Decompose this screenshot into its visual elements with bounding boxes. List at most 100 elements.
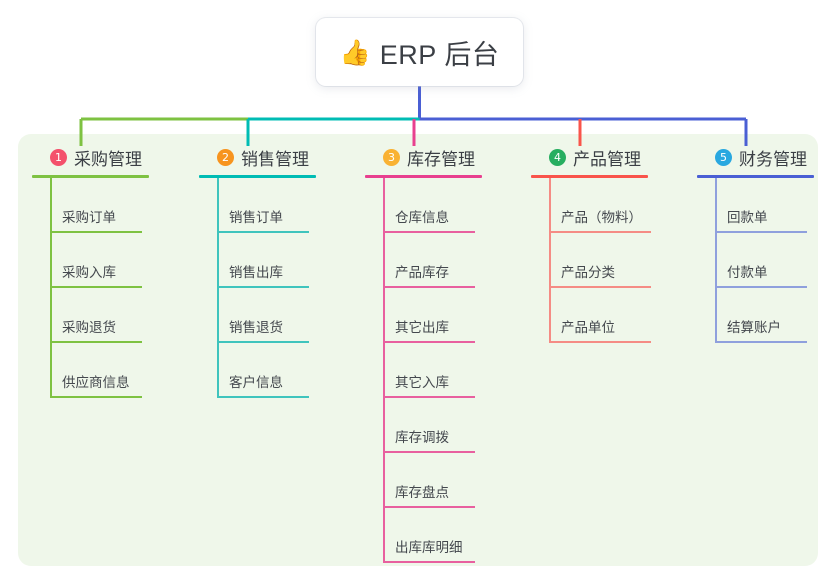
leaf-item-rule <box>217 286 309 288</box>
leaf-item-label: 采购入库 <box>62 265 116 280</box>
leaf-item-label: 其它入库 <box>395 375 449 390</box>
leaf-item-label: 产品单位 <box>561 320 615 335</box>
leaf-item-label: 库存调拨 <box>395 430 449 445</box>
leaf-item-label: 产品（物料） <box>561 210 642 225</box>
leaf-item[interactable]: 仓库信息 <box>363 178 482 233</box>
leaf-item[interactable]: 产品分类 <box>529 233 651 288</box>
leaf-item-rule <box>383 506 475 508</box>
leaf-item[interactable]: 客户信息 <box>197 343 316 398</box>
leaf-item-label: 产品分类 <box>561 265 615 280</box>
branch-number-badge: 1 <box>50 148 67 166</box>
leaf-item-label: 出库库明细 <box>395 540 463 555</box>
leaf-item[interactable]: 付款单 <box>695 233 814 288</box>
branch-number-badge: 5 <box>715 148 732 166</box>
branch-leaf-list: 销售订单销售出库销售退货客户信息 <box>197 178 316 398</box>
leaf-item[interactable]: 采购订单 <box>30 178 149 233</box>
leaf-item[interactable]: 销售订单 <box>197 178 316 233</box>
leaf-item-rule <box>383 561 475 563</box>
branch-title: 库存管理 <box>407 149 475 169</box>
branch-column-1: 1 采购管理采购订单采购入库采购退货供应商信息 <box>30 146 149 398</box>
leaf-item[interactable]: 回款单 <box>695 178 814 233</box>
leaf-item[interactable]: 库存盘点 <box>363 453 482 508</box>
branch-header-rule <box>697 175 814 178</box>
leaf-item-rule <box>383 451 475 453</box>
leaf-item-rule <box>50 396 142 398</box>
leaf-item-rule <box>715 231 807 233</box>
branch-spine <box>50 178 52 398</box>
leaf-item-label: 销售出库 <box>229 265 283 280</box>
branch-leaf-list: 仓库信息产品库存其它出库其它入库库存调拨库存盘点出库库明细 <box>363 178 482 563</box>
branch-number-badge: 4 <box>549 148 566 166</box>
leaf-item-rule <box>50 231 142 233</box>
branch-leaf-list: 采购订单采购入库采购退货供应商信息 <box>30 178 149 398</box>
branch-column-3: 3 库存管理仓库信息产品库存其它出库其它入库库存调拨库存盘点出库库明细 <box>363 146 482 563</box>
leaf-item-rule <box>383 231 475 233</box>
leaf-item-label: 付款单 <box>727 265 768 280</box>
leaf-item-label: 供应商信息 <box>62 375 130 390</box>
leaf-item[interactable]: 产品库存 <box>363 233 482 288</box>
branch-header-rule <box>365 175 482 178</box>
leaf-item-rule <box>549 231 651 233</box>
leaf-item-rule <box>217 396 309 398</box>
leaf-item-label: 销售退货 <box>229 320 283 335</box>
leaf-item-rule <box>549 286 651 288</box>
leaf-item[interactable]: 销售出库 <box>197 233 316 288</box>
branch-spine <box>383 178 385 563</box>
branch-header-4[interactable]: 4 产品管理 <box>529 146 648 169</box>
branch-header-3[interactable]: 3 库存管理 <box>363 146 482 169</box>
branch-spine <box>549 178 551 343</box>
leaf-item-rule <box>383 286 475 288</box>
branch-header-2[interactable]: 2 销售管理 <box>197 146 316 169</box>
branch-title: 销售管理 <box>241 149 309 169</box>
branch-header-rule <box>32 175 149 178</box>
leaf-item[interactable]: 库存调拨 <box>363 398 482 453</box>
root-node-card[interactable]: 👍 ERP 后台 <box>316 18 523 86</box>
thumbs-up-icon: 👍 <box>339 38 371 67</box>
branch-spine <box>715 178 717 343</box>
branch-column-2: 2 销售管理销售订单销售出库销售退货客户信息 <box>197 146 316 398</box>
branch-column-4: 4 产品管理产品（物料） 产品分类产品单位 <box>529 146 651 343</box>
leaf-item-rule <box>383 341 475 343</box>
leaf-item[interactable]: 供应商信息 <box>30 343 149 398</box>
leaf-item-label: 销售订单 <box>229 210 283 225</box>
leaf-item-label: 客户信息 <box>229 375 283 390</box>
leaf-item-label: 库存盘点 <box>395 485 449 500</box>
leaf-item[interactable]: 采购入库 <box>30 233 149 288</box>
leaf-item[interactable]: 销售退货 <box>197 288 316 343</box>
leaf-item-rule <box>549 341 651 343</box>
leaf-item[interactable]: 其它入库 <box>363 343 482 398</box>
leaf-item[interactable]: 结算账户 <box>695 288 814 343</box>
branch-number-badge: 3 <box>383 148 400 166</box>
branch-number-badge: 2 <box>217 148 234 166</box>
leaf-item-rule <box>217 341 309 343</box>
leaf-item-label: 产品库存 <box>395 265 449 280</box>
leaf-item[interactable]: 产品（物料） <box>529 178 651 233</box>
branch-title: 采购管理 <box>74 149 142 169</box>
leaf-item[interactable]: 产品单位 <box>529 288 651 343</box>
branch-spine <box>217 178 219 398</box>
branch-title: 产品管理 <box>573 149 641 169</box>
branch-leaf-list: 产品（物料） 产品分类产品单位 <box>529 178 651 343</box>
leaf-item-rule <box>50 341 142 343</box>
branch-header-1[interactable]: 1 采购管理 <box>30 146 149 169</box>
leaf-item-rule <box>715 341 807 343</box>
leaf-item-label: 其它出库 <box>395 320 449 335</box>
leaf-item[interactable]: 采购退货 <box>30 288 149 343</box>
branch-leaf-list: 回款单付款单结算账户 <box>695 178 814 343</box>
leaf-item-label: 采购订单 <box>62 210 116 225</box>
diagram-panel <box>18 134 818 566</box>
leaf-item[interactable]: 其它出库 <box>363 288 482 343</box>
leaf-item-rule <box>715 286 807 288</box>
root-node-title: ERP 后台 <box>379 39 500 70</box>
leaf-item-rule <box>383 396 475 398</box>
branch-header-rule <box>199 175 316 178</box>
leaf-item-label: 仓库信息 <box>395 210 449 225</box>
leaf-item-rule <box>217 231 309 233</box>
branch-header-rule <box>531 175 648 178</box>
leaf-item[interactable]: 出库库明细 <box>363 508 482 563</box>
leaf-item-label: 结算账户 <box>727 320 781 335</box>
leaf-item-label: 采购退货 <box>62 320 116 335</box>
